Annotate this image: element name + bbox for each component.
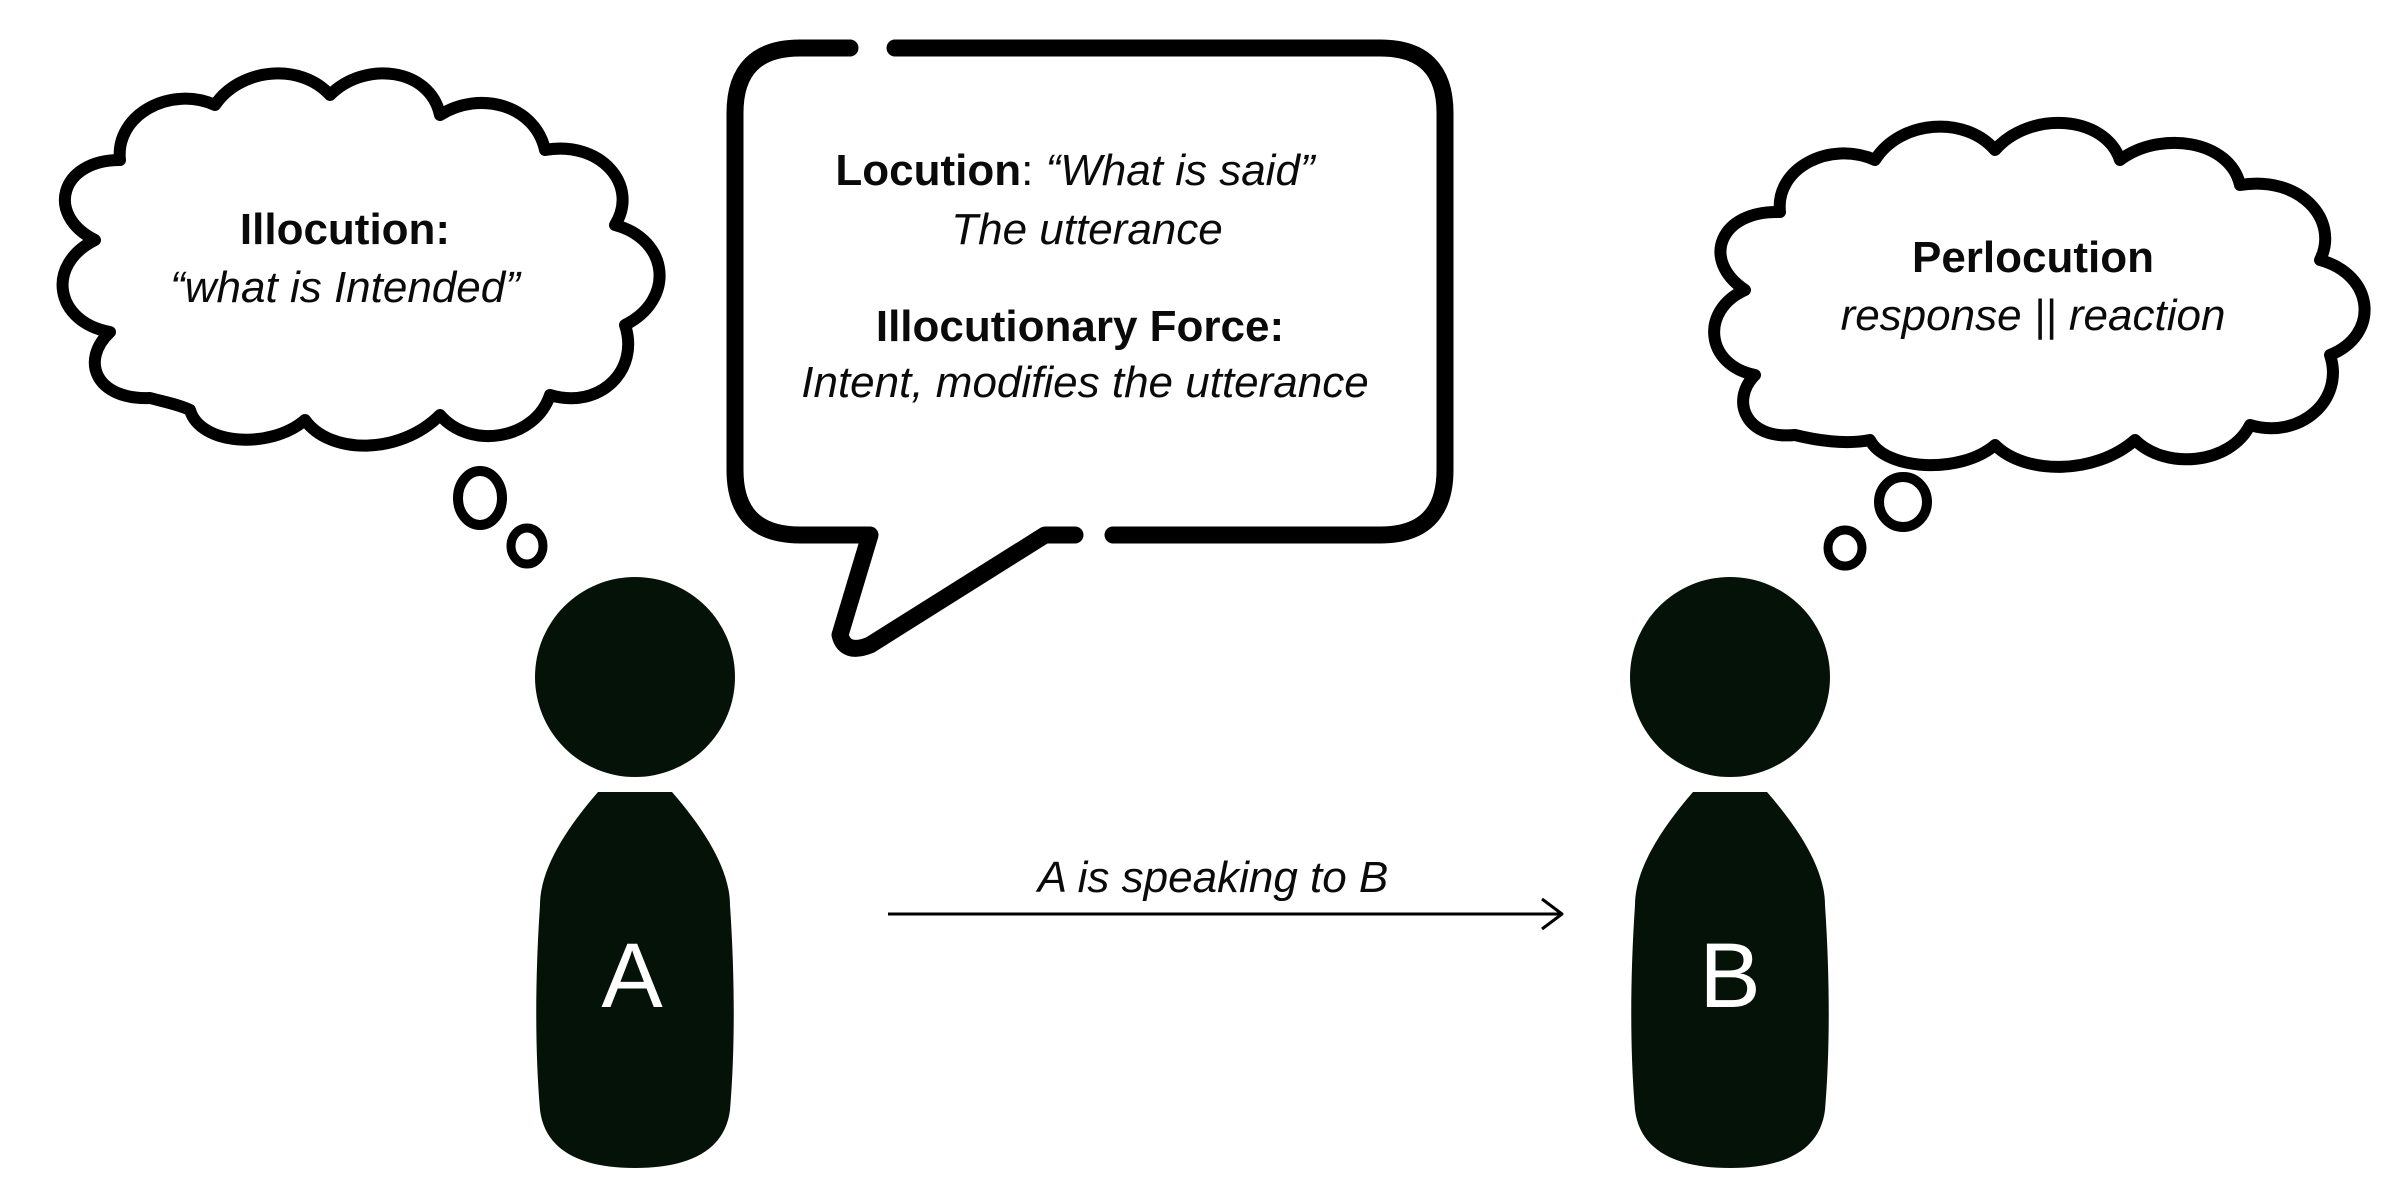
perlocution-cloud-shape: [1708, 116, 2371, 473]
person-a-head: [535, 577, 735, 777]
illocutionary-force-label: Illocutionary Force:: [876, 302, 1284, 351]
locution-description: The utterance: [951, 205, 1223, 254]
locution-colon: :: [1021, 146, 1033, 195]
person-a: A: [535, 577, 735, 1168]
perlocution-description: response || reaction: [1841, 291, 2226, 340]
speech-bubble-outline-right: [886, 39, 1454, 544]
arrow-head-icon: [1541, 897, 1564, 931]
illocution-cloud-shape: [56, 67, 666, 452]
person-b-body: [1631, 792, 1829, 1168]
thought-bubble-large: [453, 466, 507, 530]
person-a-body: [536, 792, 734, 1168]
locution-quote: “What is said”: [1046, 146, 1317, 195]
person-b: B: [1630, 577, 1830, 1168]
illocution-quote: “what is Intended”: [170, 263, 522, 312]
locution-line: Locution: “What is said”: [835, 146, 1316, 195]
illocution-title: Illocution:: [240, 205, 450, 254]
speech-bubble-outline-top-left: [726, 39, 1084, 657]
locution-label: Locution: [835, 146, 1021, 195]
perlocution-thought-cloud: Perlocution response || reaction: [1708, 116, 2371, 571]
illocutionary-force-description: Intent, modifies the utterance: [801, 358, 1368, 407]
arrow-label: A is speaking to B: [1035, 853, 1389, 902]
speech-bubble: Locution: “What is said” The utterance I…: [726, 39, 1454, 657]
thought-bubble-large: [1874, 472, 1932, 532]
perlocution-title: Perlocution: [1912, 233, 2154, 282]
person-b-label: B: [1699, 925, 1760, 1027]
speaking-arrow: A is speaking to B: [888, 853, 1564, 931]
thought-bubble-small: [506, 523, 548, 569]
thought-bubble-small: [1823, 525, 1867, 571]
person-b-head: [1630, 577, 1830, 777]
illocution-thought-cloud: Illocution: “what is Intended”: [56, 67, 666, 569]
locution-gap: [1033, 146, 1045, 195]
person-a-label: A: [601, 925, 663, 1027]
